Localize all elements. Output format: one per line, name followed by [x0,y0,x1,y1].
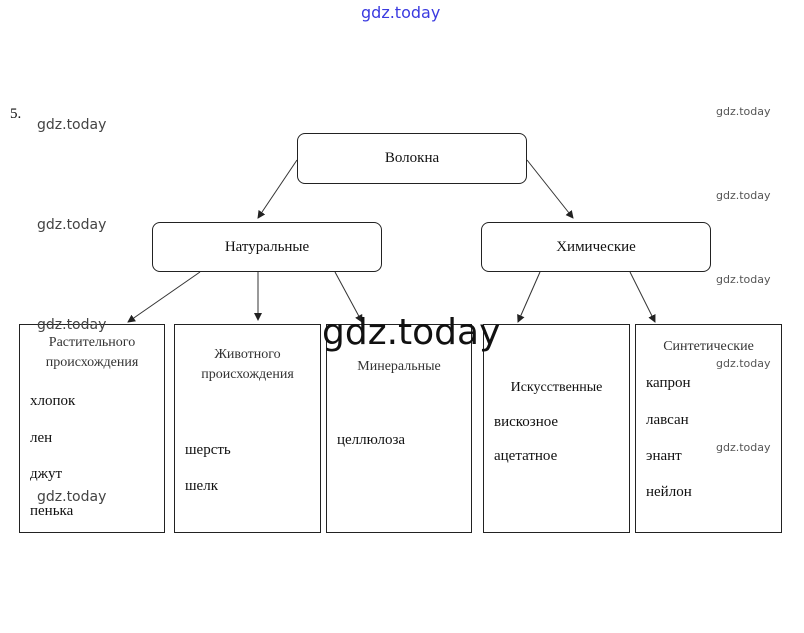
list-item: энант [646,448,682,464]
watermark: gdz.today [37,117,107,133]
watermark: gdz.today [716,357,771,370]
watermark-large: gdz.today [322,312,501,353]
column-title: Искусственные [510,380,603,395]
column-mineral: Минеральные целлюлоза [326,324,472,533]
column-artificial: Искусственные вискозное ацетатное [483,324,630,533]
list-item: ацетатное [494,448,558,464]
list-item: хлопок [30,393,76,409]
list-item: лен [30,430,53,446]
node-natural: Натуральные [152,222,382,272]
list-item: нейлон [646,484,692,500]
list-item: целлюлоза [337,432,406,448]
list-item: джут [30,466,63,482]
watermark: gdz.today [716,273,771,286]
column-title: Синтетические [663,339,754,354]
watermark: gdz.today [37,217,107,233]
watermark: gdz.today [37,317,107,333]
watermark: gdz.today [716,441,771,454]
column-title: Минеральные [357,359,441,374]
column-title: Растительного происхождения [45,335,139,370]
task-number: 5. [10,106,22,122]
watermark: gdz.today [716,189,771,202]
watermark: gdz.today [361,3,441,22]
list-item: капрон [646,375,691,391]
node-chemical: Химические [481,222,711,272]
node-root: Волокна [297,133,527,184]
list-item: лавсан [646,412,689,428]
column-plant: Растительного происхождения хлопок лен д… [19,324,165,533]
list-item: пенька [30,503,74,519]
watermark: gdz.today [37,489,107,505]
list-item: шерсть [185,442,231,458]
watermark: gdz.today [716,105,771,118]
list-item: шелк [185,478,218,494]
column-title: Животного происхождения [201,347,294,382]
list-item: вискозное [494,414,559,430]
column-animal: Животного происхождения шерсть шелк [174,324,321,533]
column-synthetic: Синтетические капрон лавсан энант нейлон [635,324,782,533]
